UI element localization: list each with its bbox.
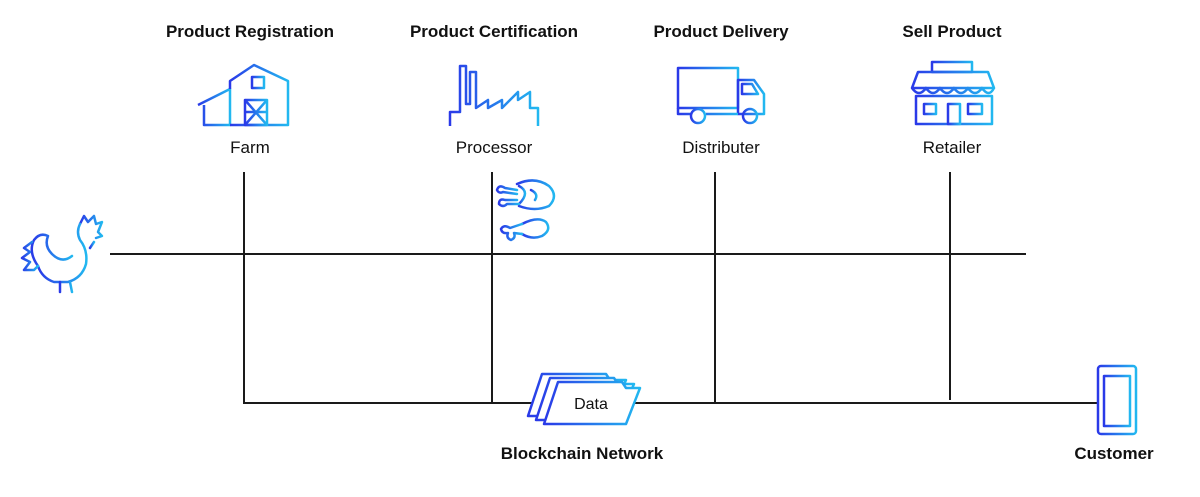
- barn-icon: [197, 63, 290, 127]
- data-doc-label: Data: [574, 396, 608, 413]
- data-files-icon: Data: [524, 372, 644, 426]
- stage-entity-farm: Farm: [230, 138, 270, 157]
- customer-label: Customer: [1074, 444, 1154, 463]
- chicken-roast-icon: [495, 179, 556, 211]
- stage-entity-retailer: Retailer: [922, 138, 982, 157]
- stage-entity-distributer: Distributer: [682, 138, 760, 157]
- stage-title-registration: Product Registration: [165, 22, 335, 41]
- factory-icon: [448, 64, 540, 128]
- blockchain-network-label: Blockchain Network: [500, 444, 664, 463]
- blockchain-line: [243, 402, 1101, 404]
- farm-connector: [243, 172, 245, 404]
- distributer-connector: [714, 172, 716, 404]
- stage-entity-processor: Processor: [455, 138, 533, 157]
- retailer-connector: [949, 172, 951, 400]
- stage-title-certification: Product Certification: [409, 22, 579, 41]
- processor-connector: [491, 172, 493, 404]
- drumstick-icon: [499, 218, 550, 242]
- truck-icon: [676, 66, 766, 125]
- stage-title-sell: Sell Product: [902, 22, 1002, 41]
- supply-chain-line: [110, 253, 1026, 255]
- stage-title-delivery: Product Delivery: [653, 22, 789, 41]
- store-icon: [910, 60, 996, 130]
- smartphone-icon: [1096, 364, 1138, 436]
- rooster-icon: [20, 214, 104, 296]
